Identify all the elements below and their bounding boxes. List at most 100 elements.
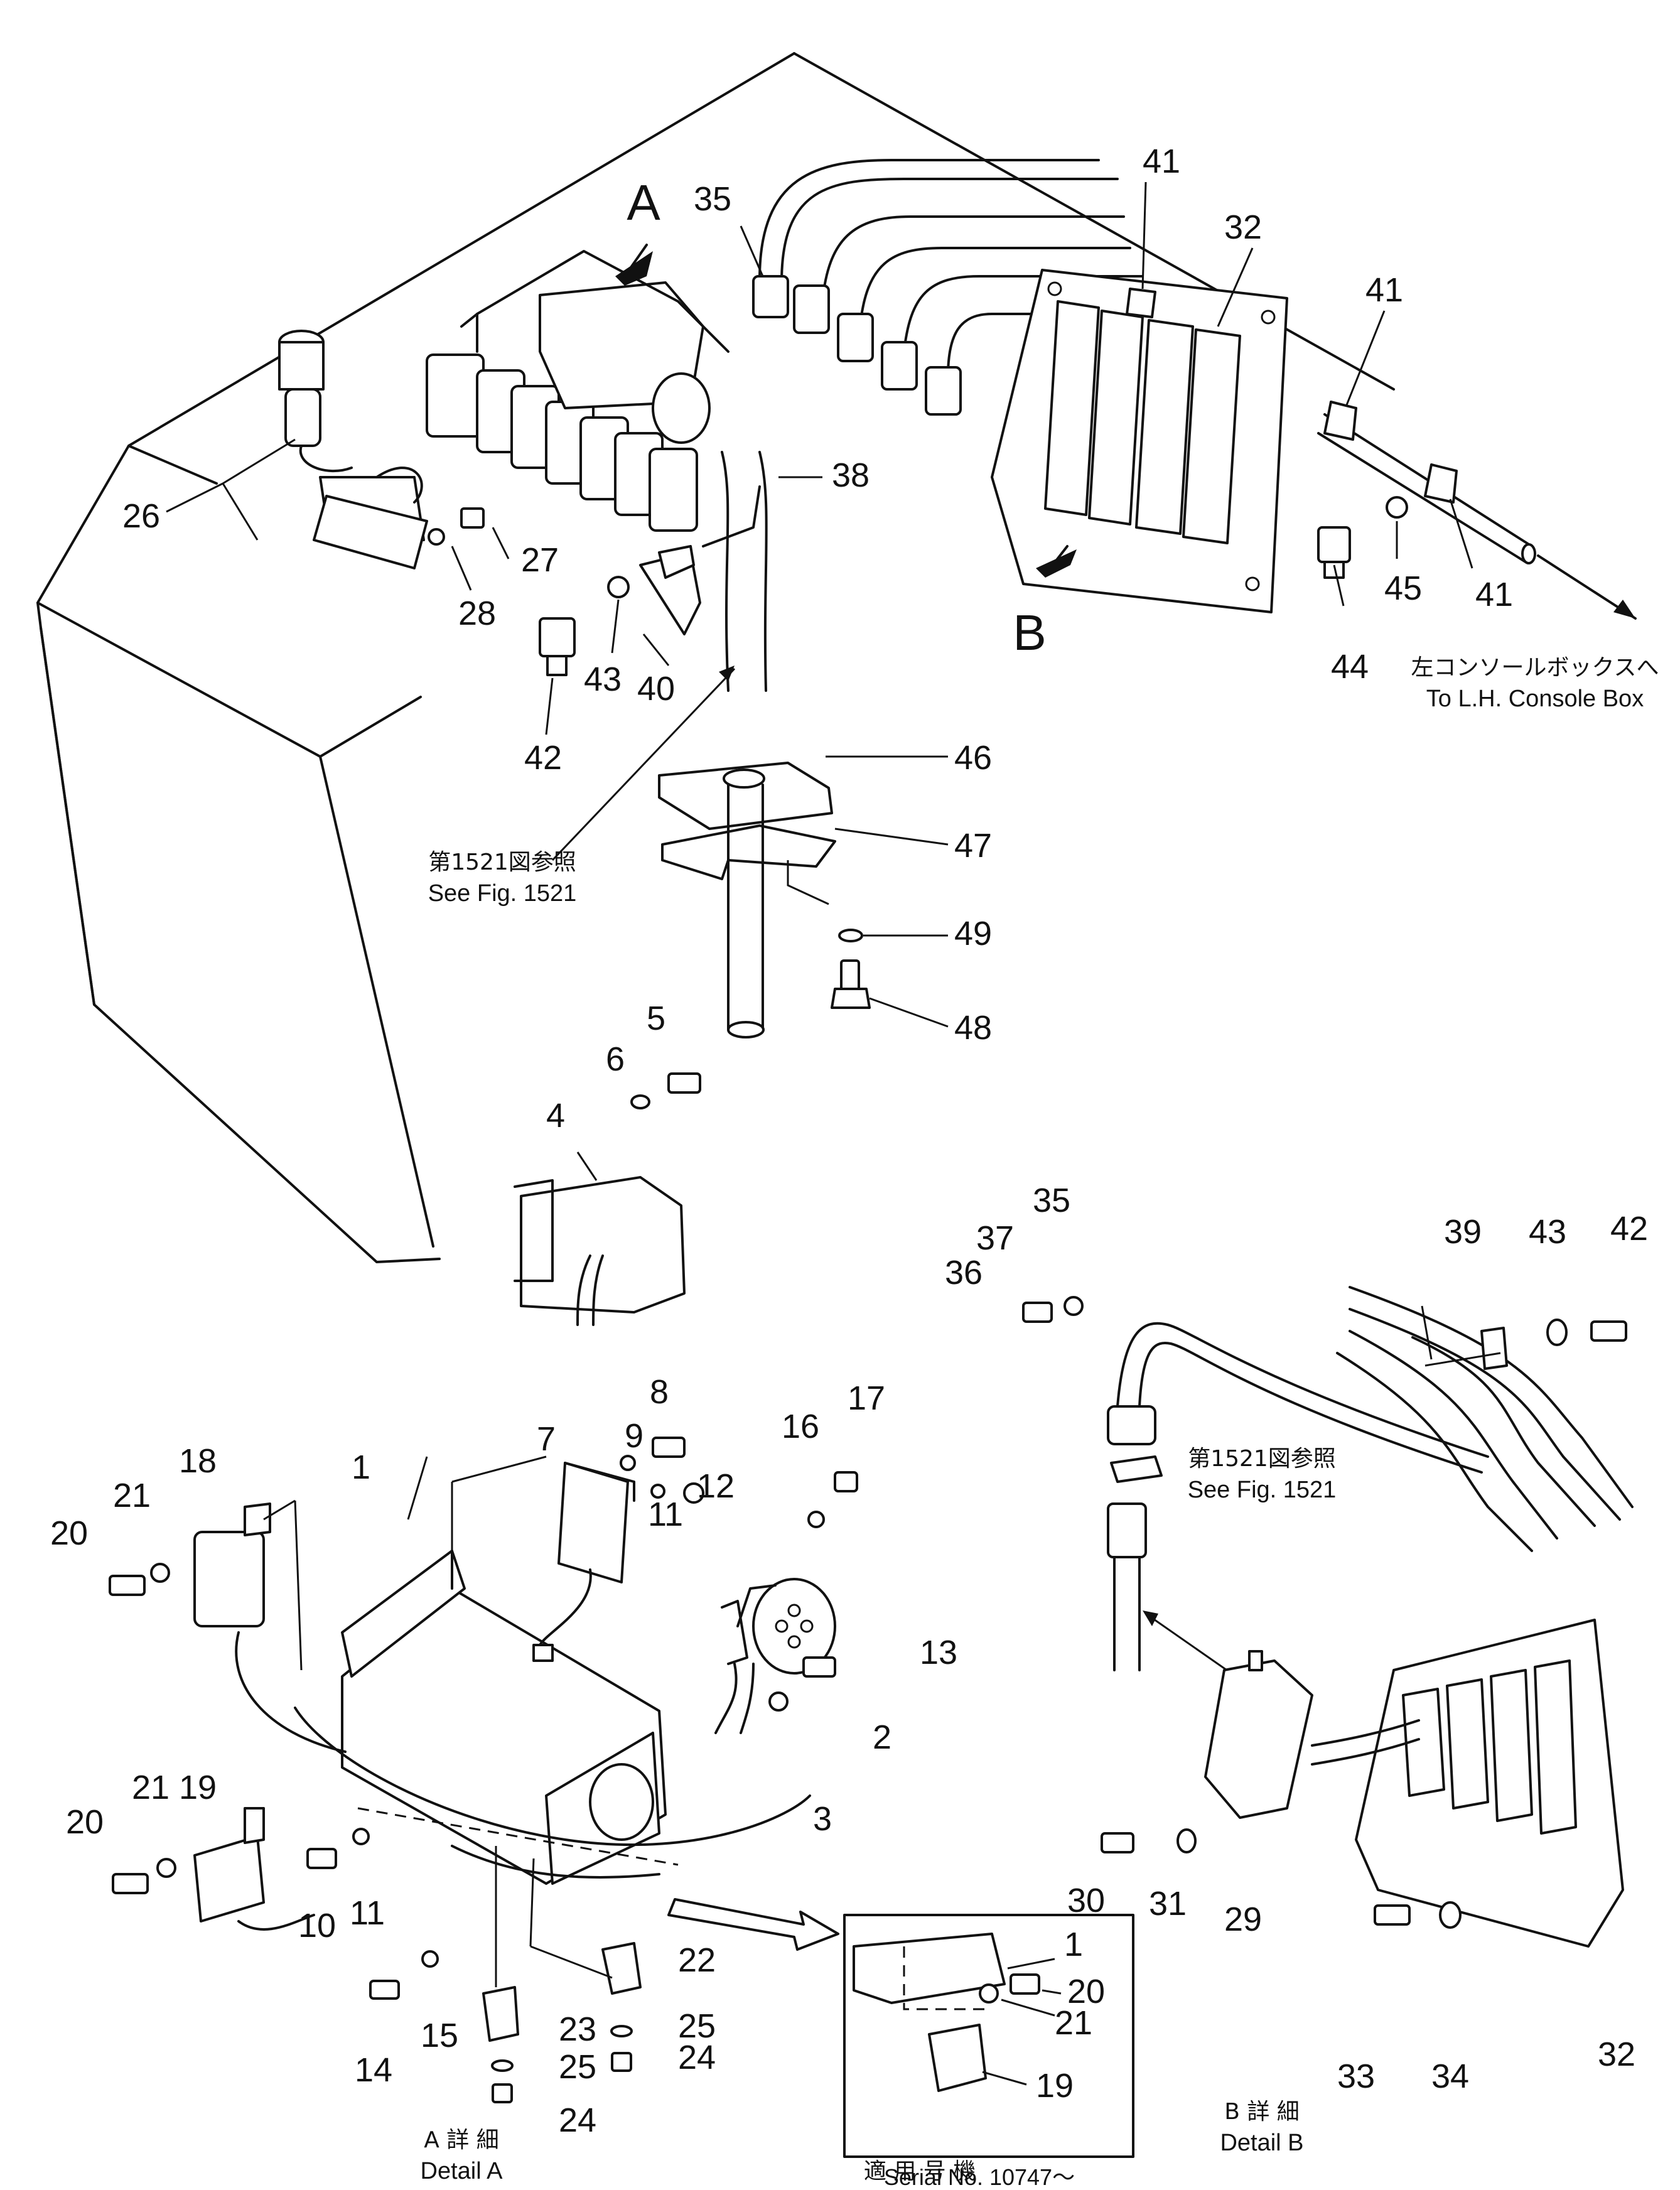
part-number: 25 [559, 2048, 596, 2086]
part-number: 11 [648, 1496, 683, 1533]
part-number: 24 [678, 2039, 716, 2076]
part-number: 42 [1610, 1210, 1648, 1248]
part-number: 17 [848, 1379, 885, 1417]
view-b-label: B [1013, 605, 1046, 661]
see-fig-right-jp: 第1521図参照 [1188, 1446, 1336, 1472]
part-number: 2 [873, 1718, 891, 1756]
relay-module [426, 353, 485, 438]
detail-b-en: Detail B [1220, 2130, 1303, 2156]
part-number: 9 [625, 1417, 643, 1455]
relay-block-assembly [426, 250, 768, 692]
part-number: 43 [1529, 1213, 1566, 1251]
see-fig-right-en: See Fig. 1521 [1188, 1477, 1337, 1503]
part-number: 15 [421, 2017, 458, 2054]
notes: 第1521図参照 See Fig. 1521 第1521図参照 See Fig.… [421, 655, 1659, 2190]
part-number: 38 [832, 456, 870, 494]
valve-block-32 [752, 159, 1288, 613]
part-number: 3 [813, 1800, 832, 1838]
part-numbers: 1 2 3 4 5 6 7 8 9 10 11 11 12 13 14 15 1… [50, 143, 1648, 2139]
serial-en: Serial No. 10747～ [884, 2164, 1075, 2190]
part-number: 29 [1224, 1901, 1262, 1938]
part-number: 28 [458, 595, 496, 632]
part-number: 39 [1444, 1213, 1482, 1251]
part-number: 35 [1033, 1182, 1070, 1219]
part-number: 1 [352, 1448, 370, 1486]
part-number: 47 [954, 827, 992, 865]
key-switch-26 [278, 330, 428, 569]
part-number: 8 [650, 1373, 669, 1411]
part-number: 42 [524, 739, 562, 777]
see-fig-top-en: See Fig. 1521 [428, 880, 577, 907]
part-number: 44 [1331, 648, 1369, 686]
bracket-1 [294, 1455, 811, 1885]
part-number: 13 [920, 1634, 957, 1671]
plate-32 [991, 269, 1288, 613]
part-number: 22 [678, 1941, 716, 1979]
plates-46-47 [658, 762, 871, 1038]
part-number: 11 [350, 1894, 385, 1932]
detail-b-plate [1101, 1286, 1634, 1948]
part-number: 6 [606, 1040, 625, 1078]
fasteners-top [428, 496, 1408, 676]
leader-lines-top [166, 181, 1473, 1028]
part-number: 19 [179, 1769, 217, 1806]
part-number: 34 [1431, 2058, 1469, 2095]
detail-arrow [667, 1898, 839, 1951]
part-number: 21 [132, 1769, 170, 1806]
view-labels: A B [627, 175, 1046, 661]
part-number: 45 [1384, 569, 1422, 607]
part-number: 23 [559, 2010, 596, 2048]
clips-lower [369, 1846, 642, 2103]
part-number: 16 [782, 1408, 819, 1445]
relay-19 [112, 1807, 370, 1931]
relay-18 [109, 1499, 347, 1753]
part-number: 32 [1224, 208, 1262, 246]
part-number: 35 [694, 180, 731, 218]
part-number: 26 [122, 497, 160, 535]
inset-part-number: 19 [1036, 2067, 1074, 2105]
part-number: 12 [697, 1467, 735, 1505]
console-housing [36, 52, 1395, 1263]
view-a-arrow [615, 244, 653, 286]
buzzer-13 [714, 1471, 858, 1734]
part-number: 20 [50, 1514, 88, 1552]
detail-a-en: Detail A [421, 2158, 503, 2184]
bracket-7 [532, 1437, 704, 1662]
view-a-label: A [627, 175, 660, 230]
detail-b-jp: B 詳 細 [1224, 2099, 1300, 2125]
part-number: 4 [546, 1097, 565, 1135]
console-cable [1126, 288, 1637, 620]
part-number: 48 [954, 1009, 992, 1047]
detail-a-jp: A 詳 細 [424, 2127, 499, 2153]
part-number: 18 [179, 1442, 217, 1480]
part-number: 37 [976, 1219, 1014, 1257]
part-number: 41 [1365, 271, 1403, 309]
part-number: 41 [1475, 576, 1513, 613]
part-number: 32 [1598, 2036, 1635, 2073]
see-fig-top-jp: 第1521図参照 [428, 850, 576, 875]
part-number: 20 [66, 1803, 104, 1841]
part-number: 27 [521, 541, 559, 579]
inset-part-number: 21 [1055, 2004, 1092, 2042]
inset-part-number: 20 [1067, 1973, 1105, 2010]
part-number: 41 [1143, 143, 1180, 180]
clamp-40 [658, 545, 695, 579]
horn-4 [514, 1072, 701, 1326]
part-number: 40 [637, 670, 675, 708]
view-b-arrow [1036, 545, 1077, 578]
serial-jp: 適 用 号 機 [864, 2159, 976, 2184]
part-number: 7 [537, 1420, 556, 1458]
part-number: 24 [559, 2101, 596, 2139]
console-note-en: To L.H. Console Box [1426, 686, 1644, 712]
part-number: 14 [355, 2051, 392, 2089]
grommet-38 [652, 372, 711, 444]
part-number: 10 [298, 1907, 336, 1945]
part-number: 5 [647, 1000, 665, 1037]
part-number: 49 [954, 915, 992, 952]
relay-module [649, 448, 698, 532]
console-note-jp: 左コンソールボックスへ [1411, 655, 1659, 681]
part-number: 46 [954, 739, 992, 777]
inset-part-number: 1 [1064, 1926, 1083, 1963]
